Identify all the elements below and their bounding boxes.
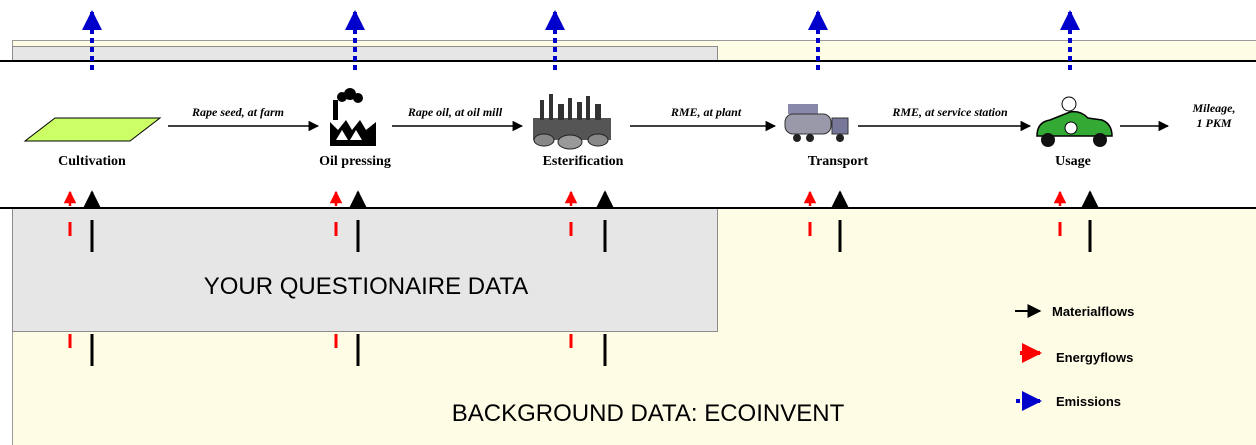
input-arrows-transport [803, 190, 849, 208]
stage-label-usage: Usage [1055, 154, 1091, 169]
legend-emissions-label: Emissions [1056, 394, 1121, 409]
stage-label-cultivation: Cultivation [58, 154, 126, 169]
input-arrows-usage [1053, 190, 1099, 208]
factory-icon [330, 88, 376, 146]
tanker-truck-icon [784, 104, 849, 142]
legend-item-material: Materialflows [1015, 304, 1134, 319]
race-car-icon [1036, 96, 1113, 147]
output-label-line1: Mileage, [1192, 101, 1236, 115]
refinery-icon [533, 94, 611, 150]
flow-segments-lower [68, 334, 607, 366]
legend-item-emissions: Emissions [1016, 391, 1121, 411]
stage-label-oil-pressing: Oil pressing [319, 154, 391, 169]
input-arrows-esterification [564, 190, 614, 208]
output-label-line2: 1 PKM [1196, 116, 1231, 130]
legend-item-energy: Energyflows [1020, 343, 1133, 365]
flow-segments-upper [68, 220, 1092, 252]
input-arrows-oil-pressing [329, 190, 367, 208]
flow-label-rme-station: RME, at service station [891, 105, 1008, 119]
flow-label-seed: Rape seed, at farm [191, 105, 284, 119]
background-data-label: BACKGROUND DATA: ECOINVENT [452, 400, 845, 427]
legend: Materialflows Energyflows Emissions [1015, 304, 1134, 411]
legend-material-label: Materialflows [1052, 304, 1134, 319]
field-icon [23, 117, 162, 142]
flow-label-rme-plant: RME, at plant [670, 105, 742, 119]
input-arrows-cultivation [63, 190, 101, 208]
legend-energy-label: Energyflows [1056, 350, 1133, 365]
stage-label-esterification: Esterification [543, 154, 624, 169]
flow-label-oil: Rape oil, at oil mill [407, 105, 503, 119]
stage-label-transport: Transport [808, 154, 869, 169]
questionnaire-data-label: YOUR QUESTIONAIRE DATA [204, 273, 528, 300]
